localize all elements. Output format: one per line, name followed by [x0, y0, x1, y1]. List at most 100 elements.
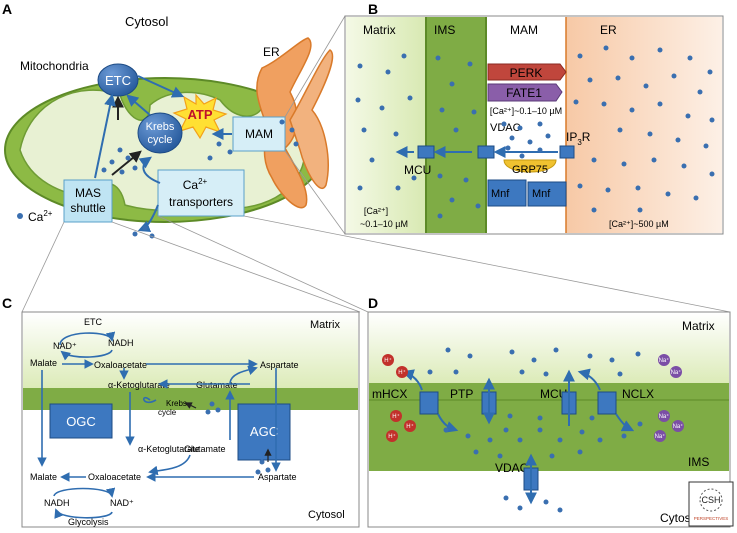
- svg-text:H⁺: H⁺: [392, 413, 400, 420]
- panel-c-ca-dots: [205, 401, 271, 475]
- mam-label: MAM: [245, 127, 273, 141]
- svg-text:H⁺: H⁺: [388, 433, 396, 440]
- mas-label-2: shuttle: [70, 201, 106, 215]
- mnf-left: [487, 179, 527, 207]
- svg-text:CSH: CSH: [701, 495, 720, 505]
- d-matrix-label: Matrix: [682, 319, 715, 333]
- na-ions: [654, 354, 684, 442]
- csh-perspectives-logo: CSH PERSPECTIVES: [688, 481, 734, 527]
- mnf-right: [527, 181, 567, 207]
- b-mcu-label: MCU: [404, 163, 431, 177]
- ca-transporters-box: [157, 169, 245, 217]
- ogc-transporter: [49, 403, 113, 439]
- panel-b-letter: B: [368, 1, 378, 17]
- b-ims-label: IMS: [434, 23, 455, 37]
- c-nad-top: NAD⁺: [53, 341, 77, 351]
- mnf-left-label: Mnf: [491, 188, 510, 200]
- mnf-right-label: Mnf: [532, 188, 551, 200]
- agc-transporter: [237, 403, 291, 461]
- cytosol-label: Cytosol: [125, 14, 168, 29]
- fate1-protein: [487, 83, 563, 102]
- krebs-node: [137, 112, 183, 154]
- c-nadh-bottom: NADH: [44, 498, 70, 508]
- krebs-label-2: cycle: [147, 134, 172, 146]
- svg-text:H⁺: H⁺: [384, 357, 392, 364]
- panel-b-er-region: [566, 17, 722, 233]
- mitochondria-label: Mitochondria: [20, 59, 89, 73]
- svg-text:Na⁺: Na⁺: [659, 357, 670, 364]
- svg-text:Na⁺: Na⁺: [655, 433, 666, 440]
- grp75-protein: [503, 159, 557, 173]
- panel-c-arrows: [37, 331, 281, 519]
- panel-c: C Matrix Cytosol ETC NAD⁺ NADH Malate Ox…: [2, 295, 360, 528]
- svg-text:PERSPECTIVES: PERSPECTIVES: [694, 516, 729, 521]
- panel-b: B Matrix IMS MAM ER PERK FATE1 [Ca²⁺]~0.…: [344, 1, 724, 235]
- c-glutamate-bottom: Glutamate: [184, 444, 226, 454]
- c-aspartate-top: Aspartate: [260, 360, 299, 370]
- grp75-label: GRP75: [512, 164, 548, 176]
- matrix-concentration-1: [Ca²⁺]: [364, 206, 388, 216]
- c-krebs-2: cycle: [158, 408, 177, 417]
- b-er-label: ER: [600, 23, 617, 37]
- ca-transporters-label-1: Ca2+: [183, 177, 208, 192]
- svg-text:H⁺: H⁺: [406, 423, 414, 430]
- h-ions: [382, 354, 416, 442]
- etc-label: ETC: [105, 73, 131, 88]
- svg-text:H⁺: H⁺: [398, 369, 406, 376]
- panel-d-ca-dots: [427, 347, 643, 513]
- agc-label: AGC: [250, 424, 278, 439]
- d-mcu-label: MCU: [540, 387, 567, 401]
- krebs-label-1: Krebs: [146, 121, 175, 133]
- c-nad-bottom: NAD⁺: [110, 498, 134, 508]
- na-ion-labels: Na⁺ Na⁺ Na⁺ Na⁺ Na⁺: [655, 357, 684, 440]
- vdac-label: VDAC: [490, 122, 521, 134]
- b-mam-label: MAM: [510, 23, 538, 37]
- c-etc-label: ETC: [84, 317, 103, 327]
- c-glycolysis: Glycolysis: [68, 517, 109, 527]
- h-ion-labels: H⁺ H⁺ H⁺ H⁺ H⁺: [384, 357, 414, 440]
- ogc-label: OGC: [66, 414, 96, 429]
- mas-label-1: MAS: [75, 186, 101, 200]
- mhcx-label: mHCX: [372, 387, 407, 401]
- panel-a-arrows: [94, 75, 232, 233]
- panel-b-matrix-region: [346, 17, 426, 233]
- er-label: ER: [263, 45, 280, 59]
- c-oxaloacetate-top: Oxaloacetate: [94, 360, 147, 370]
- d-vdac-label: VDAC: [495, 461, 529, 475]
- perk-label: PERK: [510, 66, 543, 80]
- matrix-concentration-2: ~0.1–10 µM: [360, 219, 408, 229]
- atp-burst: [172, 93, 228, 140]
- c-matrix-label: Matrix: [310, 319, 340, 331]
- svg-text:Na⁺: Na⁺: [659, 413, 670, 420]
- c-akg-bottom: α-Ketoglutarate: [138, 444, 200, 454]
- atp-label: ATP: [187, 107, 212, 122]
- c-aspartate-bottom: Aspartate: [258, 472, 297, 482]
- c-malate-bottom: Malate: [30, 472, 57, 482]
- c-nadh-top: NADH: [108, 338, 134, 348]
- b-matrix-label: Matrix: [363, 23, 396, 37]
- ip3r-label: IP3R: [566, 130, 591, 147]
- c-oxaloacetate-bottom: Oxaloacetate: [88, 472, 141, 482]
- ca-transporters-label-2: transporters: [169, 195, 233, 209]
- c-glutamate-top: Glutamate: [196, 380, 238, 390]
- b-channels: [417, 145, 575, 159]
- nclx-label: NCLX: [622, 387, 654, 401]
- svg-text:Na⁺: Na⁺: [671, 369, 682, 376]
- c-krebs-1: Krebs: [166, 399, 187, 408]
- c-malate-top: Malate: [30, 358, 57, 368]
- panel-c-letter: C: [2, 295, 12, 311]
- mas-shuttle-box: [63, 179, 113, 223]
- zoom-lines-a-b: [284, 15, 346, 235]
- panel-a: A Cytosol Mitochondria ER ETC ATP Krebs …: [2, 1, 334, 239]
- panel-b-ims-region: [426, 17, 486, 233]
- svg-text:Na⁺: Na⁺: [673, 423, 684, 430]
- d-ims-label: IMS: [688, 455, 709, 469]
- c-cytosol-label: Cytosol: [308, 509, 345, 521]
- mam-concentration: [Ca²⁺]~0.1–10 µM: [490, 106, 562, 116]
- ca-ion-label: Ca2+: [28, 209, 53, 224]
- mam-box: [232, 116, 286, 152]
- ptp-label: PTP: [450, 387, 473, 401]
- panel-d-letter: D: [368, 295, 378, 311]
- panel-b-ca-dots: [355, 45, 715, 219]
